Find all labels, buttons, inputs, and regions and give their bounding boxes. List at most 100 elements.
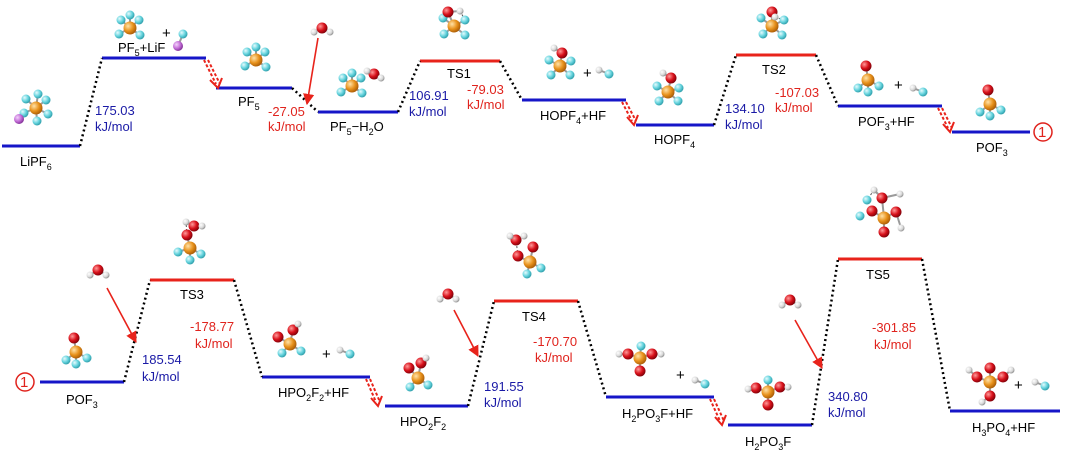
hydrogen-atom	[794, 301, 802, 309]
energy-value: -301.85	[872, 320, 916, 335]
energy-unit: kJ/mol	[775, 100, 813, 115]
oxygen-atom	[982, 84, 994, 96]
fluorine-atom	[758, 29, 768, 39]
hydrogen-atom	[870, 186, 878, 194]
fluorine-atom	[460, 15, 470, 25]
oxygen-atom	[512, 250, 524, 262]
energy-unit: kJ/mol	[874, 337, 912, 352]
hydrogen-atom	[294, 320, 302, 328]
hydrogen-atom	[778, 301, 786, 309]
molecule-lif	[173, 29, 188, 51]
fluorine-atom	[277, 348, 287, 358]
hydrogen-atom	[1031, 378, 1039, 386]
label-ts1: TS1	[447, 66, 471, 81]
oxygen-atom	[272, 331, 284, 343]
lithium-atom	[173, 41, 183, 51]
oxygen-atom	[316, 22, 328, 34]
oxygen-atom	[876, 192, 888, 204]
top-row-levels	[2, 53, 1030, 148]
energy-value: 106.91	[409, 88, 449, 103]
bottom-row-connectors	[122, 258, 952, 426]
connector	[466, 300, 496, 407]
label-hopf4: HOPF4	[654, 132, 695, 150]
molecule-h2po3f-b	[744, 375, 792, 411]
drop-arrow	[203, 59, 223, 90]
fluorine-atom	[116, 15, 126, 25]
fluorine-atom	[61, 355, 71, 365]
connector	[232, 279, 264, 378]
hydrogen-atom	[436, 295, 444, 303]
oxygen-atom	[774, 381, 786, 393]
svg-text:1: 1	[1038, 124, 1046, 141]
fluorine-atom	[125, 10, 135, 20]
hydrogen-atom	[336, 346, 344, 354]
water-approach-arrow	[453, 309, 479, 357]
fluorine-atom	[985, 111, 995, 121]
fluorine-atom	[356, 73, 366, 83]
fluorine-atom	[975, 107, 985, 117]
hydrogen-atom	[363, 67, 371, 75]
phosphorus-atom	[123, 21, 137, 35]
phosphorus-atom	[29, 101, 43, 115]
connector	[814, 54, 840, 107]
oxygen-atom	[762, 399, 774, 411]
oxygen-atom	[68, 332, 80, 344]
fluorine-atom	[996, 105, 1006, 115]
hydrogen-atom	[102, 271, 110, 279]
hydrogen-atom	[978, 398, 986, 406]
bottom-row-levels	[40, 257, 1060, 427]
hydrogen-atom	[657, 350, 665, 358]
oxygen-atom	[750, 382, 762, 394]
plus-sign: +	[583, 65, 592, 82]
hydrogen-atom	[198, 222, 206, 230]
energy-unit: kJ/mol	[95, 119, 133, 134]
lithium-atom	[14, 114, 24, 124]
fluorine-atom	[196, 249, 206, 259]
fluorine-atom	[756, 13, 766, 23]
fluorine-atom	[674, 83, 684, 93]
molecule-ts2	[756, 6, 789, 40]
molecule-pf5-b	[240, 42, 271, 72]
phosphorus-atom	[983, 97, 997, 111]
energy-value: -178.77	[190, 319, 234, 334]
phosphorus-atom	[553, 59, 567, 73]
oxygen-atom	[368, 68, 380, 80]
fluorine-atom	[32, 116, 42, 126]
molecule-ts4	[506, 232, 546, 279]
bottom-row-drop-arrows	[365, 378, 727, 427]
hydrogen-atom	[550, 44, 558, 52]
hydrogen-atom	[422, 354, 430, 362]
water-approach-arrow	[106, 287, 137, 343]
water-approach-arrow	[794, 319, 823, 369]
hydrogen-atom	[452, 295, 460, 303]
fluorine-atom	[185, 255, 195, 265]
fluorine-atom	[251, 42, 261, 52]
molecule-h3po4	[965, 362, 1015, 406]
label-lipf6: LiPF6	[20, 154, 52, 172]
label-h2po3f: H2PO3F	[745, 434, 791, 452]
energy-unit: kJ/mol	[142, 369, 180, 384]
hydrogen-atom	[520, 232, 528, 240]
molecule-water-adduct	[363, 67, 385, 82]
oxygen-atom	[287, 324, 299, 336]
connector	[78, 57, 104, 147]
oxygen-atom	[188, 220, 200, 232]
hydrogen-atom	[310, 28, 318, 36]
molecule-water-b1	[86, 264, 110, 279]
energy-unit: kJ/mol	[535, 350, 573, 365]
oxygen-atom	[997, 371, 1009, 383]
oxygen-atom	[860, 60, 872, 72]
molecule-h2po3f	[615, 341, 665, 377]
oxygen-atom	[866, 205, 878, 217]
molecule-pof3-top	[975, 84, 1006, 121]
fluorine-atom	[1040, 381, 1050, 391]
hydrogen-atom	[691, 376, 699, 384]
hydrogen-atom	[659, 69, 667, 77]
oxygen-atom	[527, 241, 539, 253]
oxygen-atom	[622, 348, 634, 360]
drop-arrow	[709, 398, 727, 427]
energy-value: 340.80	[828, 389, 868, 404]
molecule-hf-1	[595, 66, 614, 79]
bottom-row-plus-signs: + + +	[322, 346, 1023, 394]
hydrogen-atom	[377, 74, 385, 82]
